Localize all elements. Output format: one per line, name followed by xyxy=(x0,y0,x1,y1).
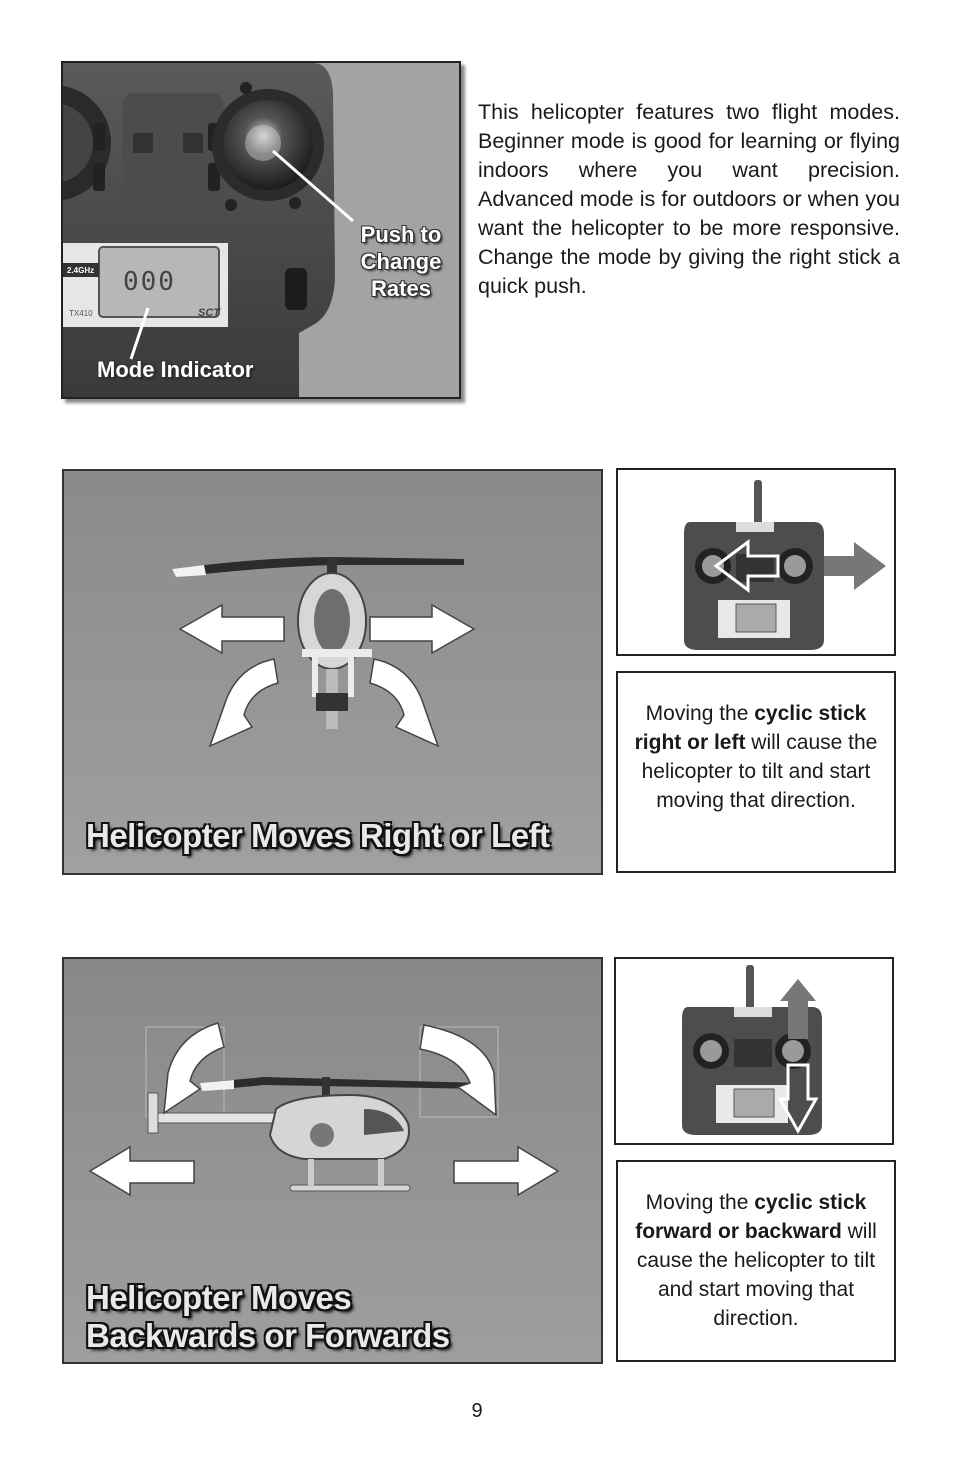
caption-pre: Moving the xyxy=(645,702,755,725)
caption-text: Moving the cyclic stick right or left wi… xyxy=(624,699,888,815)
transmitter-illustration xyxy=(63,63,459,397)
panel-title-line: Backwards or Forwards xyxy=(86,1317,450,1354)
model-label: TX410 xyxy=(69,309,93,318)
right-left-photo: Helicopter Moves Right or Left xyxy=(62,469,603,875)
caption-text: Moving the cyclic stick forward or backw… xyxy=(624,1188,888,1333)
transmitter-stick-right-icon xyxy=(684,480,886,650)
transmitter-diagram-right-left xyxy=(616,468,896,656)
caption-box-right-left: Moving the cyclic stick right or left wi… xyxy=(616,671,896,873)
caption-post: will cause the helicopter to tilt and st… xyxy=(636,1220,877,1330)
push-to-change-rates-callout: Push to Change Rates xyxy=(346,221,456,302)
callout-line: Change xyxy=(360,249,442,274)
panel-title: Helicopter Moves Backwards or Forwards xyxy=(86,1279,450,1355)
frequency-label: 2.4GHz xyxy=(67,266,95,275)
caption-bold: cyclic stick right or left xyxy=(634,702,867,754)
panel-title-line: Helicopter Moves xyxy=(86,1279,352,1316)
intro-paragraph: This helicopter features two flight mode… xyxy=(478,100,900,298)
brand-logo: SCT xyxy=(198,307,220,319)
callout-line: Push to xyxy=(360,222,442,247)
helicopter-side-view xyxy=(64,959,601,1362)
transmitter-stick-updown-icon xyxy=(682,965,822,1135)
helicopter-front-view xyxy=(64,471,601,873)
caption-bold: cyclic stick forward or backward xyxy=(635,1191,867,1243)
transmitter-photo: 2.4GHz TX410 000 SCT Push to Change Rate… xyxy=(61,61,461,399)
callout-line: Rates xyxy=(371,276,431,301)
panel-title: Helicopter Moves Right or Left xyxy=(86,817,550,854)
back-forward-photo: Helicopter Moves Backwards or Forwards xyxy=(62,957,603,1364)
page-number: 9 xyxy=(471,1400,483,1422)
transmitter-diagram-back-forward xyxy=(614,957,894,1145)
caption-box-back-forward: Moving the cyclic stick forward or backw… xyxy=(616,1160,896,1362)
lcd-digits: 000 xyxy=(123,267,176,297)
mode-indicator-callout: Mode Indicator xyxy=(97,357,254,382)
caption-pre: Moving the xyxy=(645,1191,755,1214)
caption-post: will cause the helicopter to tilt and st… xyxy=(641,731,878,812)
